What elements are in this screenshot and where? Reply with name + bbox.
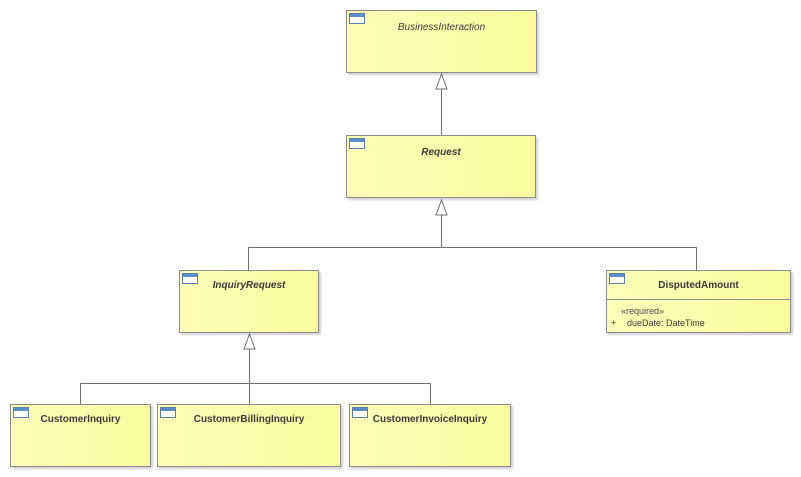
class-name-disputed-amount: DisputedAmount bbox=[658, 280, 739, 291]
class-request[interactable]: Request bbox=[346, 135, 536, 198]
class-customer-billing-inquiry[interactable]: CustomerBillingInquiry bbox=[157, 404, 341, 467]
class-name-business-interaction: BusinessInteraction bbox=[397, 22, 486, 33]
generalization-arrowhead-inquiry-request bbox=[243, 332, 256, 350]
class-icon bbox=[349, 13, 365, 24]
class-inquiry-request[interactable]: InquiryRequest bbox=[179, 270, 319, 333]
class-customer-inquiry[interactable]: CustomerInquiry bbox=[10, 404, 151, 467]
class-business-interaction[interactable]: BusinessInteraction bbox=[346, 10, 537, 73]
class-name-inquiry-request: InquiryRequest bbox=[212, 280, 286, 291]
class-customer-invoice-inquiry[interactable]: CustomerInvoiceInquiry bbox=[349, 404, 511, 467]
class-disputed-amount[interactable]: DisputedAmount «required» + dueDate: Date… bbox=[606, 270, 791, 333]
class-icon bbox=[182, 273, 198, 284]
class-icon bbox=[160, 407, 176, 418]
attribute-stereotype: «required» bbox=[621, 306, 665, 316]
generalization-arrowhead-request bbox=[435, 198, 448, 216]
class-name-customer-inquiry: CustomerInquiry bbox=[40, 414, 121, 425]
class-name-request: Request bbox=[421, 147, 461, 158]
attribute-row[interactable]: + dueDate: DateTime bbox=[611, 318, 705, 328]
class-icon bbox=[352, 407, 368, 418]
attribute-text: dueDate: DateTime bbox=[627, 318, 705, 328]
class-name-customer-invoice-inquiry: CustomerInvoiceInquiry bbox=[372, 414, 488, 425]
class-icon bbox=[349, 138, 365, 149]
generalization-arrowhead-business-interaction bbox=[435, 72, 448, 90]
class-icon bbox=[13, 407, 29, 418]
attribute-visibility: + bbox=[611, 318, 617, 328]
class-icon bbox=[609, 273, 625, 284]
attribute-compartment-divider bbox=[607, 299, 790, 300]
class-name-customer-billing-inquiry: CustomerBillingInquiry bbox=[193, 414, 305, 425]
